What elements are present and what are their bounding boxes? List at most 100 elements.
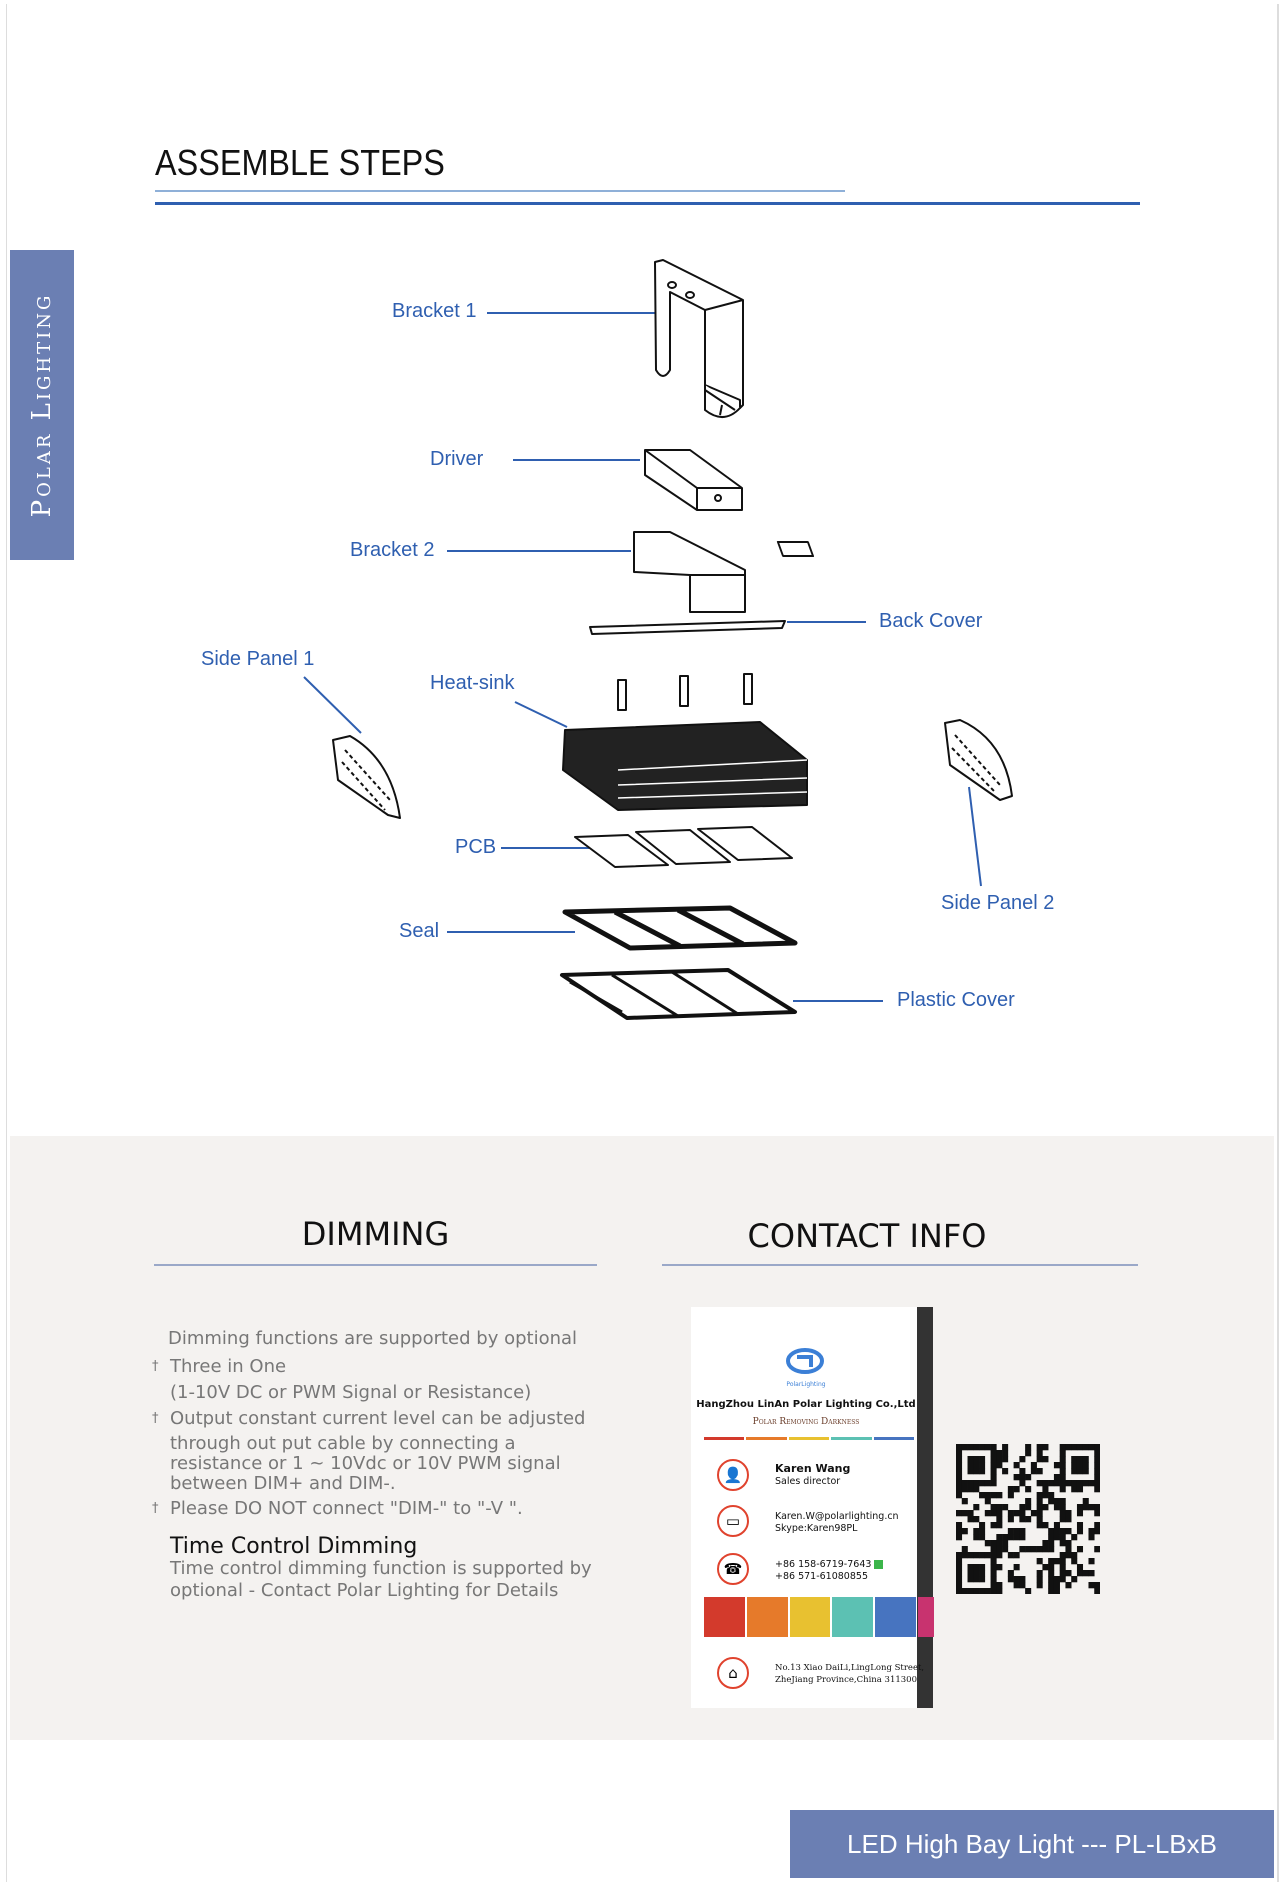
qr-module [1094,1462,1100,1469]
qr-module [967,1462,974,1469]
qr-module [1076,1468,1084,1475]
qr-module [1036,1582,1043,1589]
contact-phone2: +86 571-61080855 [775,1571,868,1582]
contact-role: Sales director [775,1476,841,1487]
qr-module [956,1576,963,1583]
qr-module [979,1552,986,1559]
dimming-title: DIMMING [301,1215,450,1253]
qr-module [967,1588,974,1594]
qr-module [984,1444,991,1451]
qr-module [990,1468,997,1475]
qr-module [1094,1504,1100,1511]
qr-module [1036,1546,1043,1553]
qr-module [1059,1498,1066,1505]
qr-module [1094,1444,1100,1451]
qr-module [1007,1534,1014,1541]
product-image [832,1597,874,1637]
qr-code[interactable] [956,1444,1100,1594]
qr-module [956,1588,963,1594]
qr-module [1025,1498,1032,1505]
qr-module [973,1462,980,1469]
qr-module [990,1504,997,1511]
qr-module [990,1552,997,1559]
seal-part [562,905,798,951]
qr-module [961,1480,968,1487]
label-bracket2: Bracket 2 [350,539,435,561]
qr-module [1048,1570,1055,1577]
qr-module [1094,1456,1100,1463]
qr-module [1071,1468,1078,1475]
qr-module [1002,1444,1009,1451]
qr-module [1071,1456,1078,1463]
qr-module [990,1462,997,1469]
qr-module [1094,1468,1100,1475]
product-image [875,1597,916,1637]
qr-module [1059,1510,1066,1517]
qr-module [973,1528,980,1535]
qr-module [1048,1492,1055,1499]
qr-module [1042,1456,1049,1463]
qr-module [1076,1522,1084,1529]
side-panel1-part [332,735,401,819]
qr-module [1053,1462,1060,1469]
qr-module [1013,1564,1020,1571]
qr-module [1076,1528,1084,1535]
side-panel2-part [944,719,1013,801]
qr-module [973,1468,980,1475]
qr-module [956,1534,963,1541]
qr-module [996,1510,1003,1517]
title-underline-thin [155,190,845,192]
label-heat-sink: Heat-sink [430,672,515,694]
qr-module [1053,1480,1060,1487]
qr-module [996,1450,1003,1457]
time-control-text: Time control dimming function is support… [170,1558,592,1601]
qr-module [1025,1546,1032,1553]
address-line2: ZheJiang Province,China 311300 [775,1675,917,1685]
qr-module [1025,1516,1032,1523]
qr-module [984,1498,991,1505]
qr-module [1088,1480,1095,1487]
page-frame [6,4,1279,1882]
qr-module [956,1474,963,1481]
label-plastic-cover: Plastic Cover [897,989,1015,1011]
qr-module [1076,1504,1084,1511]
qr-module [1048,1528,1055,1535]
contact-underline [662,1264,1138,1266]
qr-module [1048,1546,1055,1553]
qr-module [1082,1504,1089,1511]
qr-module [956,1522,963,1529]
product-strip [704,1597,934,1637]
qr-module [1094,1486,1100,1493]
qr-module [1030,1468,1037,1475]
qr-module [1059,1528,1066,1535]
home-icon: ⌂ [717,1657,749,1689]
qr-module [996,1582,1003,1589]
product-image [704,1597,745,1637]
qr-module [1007,1510,1014,1517]
qr-module [1059,1570,1066,1577]
product-image [917,1597,934,1637]
qr-module [1019,1528,1026,1535]
qr-module [1053,1498,1060,1505]
qr-module [1002,1504,1009,1511]
qr-module [990,1540,997,1547]
qr-module [1094,1528,1100,1535]
qr-module [1088,1444,1095,1451]
qr-module [1042,1522,1049,1529]
qr-module [956,1462,963,1469]
qr-module [984,1540,991,1547]
qr-module [973,1552,980,1559]
qr-module [1082,1570,1089,1577]
contact-email[interactable]: Karen.W@polarlighting.cn [775,1511,899,1522]
plastic-cover-part [560,968,797,1020]
qr-module [979,1588,986,1594]
back-cover-part [589,620,786,635]
qr-module [1036,1522,1043,1529]
qr-module [1076,1462,1084,1469]
qr-module [1013,1582,1020,1589]
qr-module [967,1486,974,1493]
qr-module [1019,1480,1026,1487]
qr-module [1059,1462,1066,1469]
qr-module [1053,1582,1060,1589]
qr-module [1048,1540,1055,1547]
